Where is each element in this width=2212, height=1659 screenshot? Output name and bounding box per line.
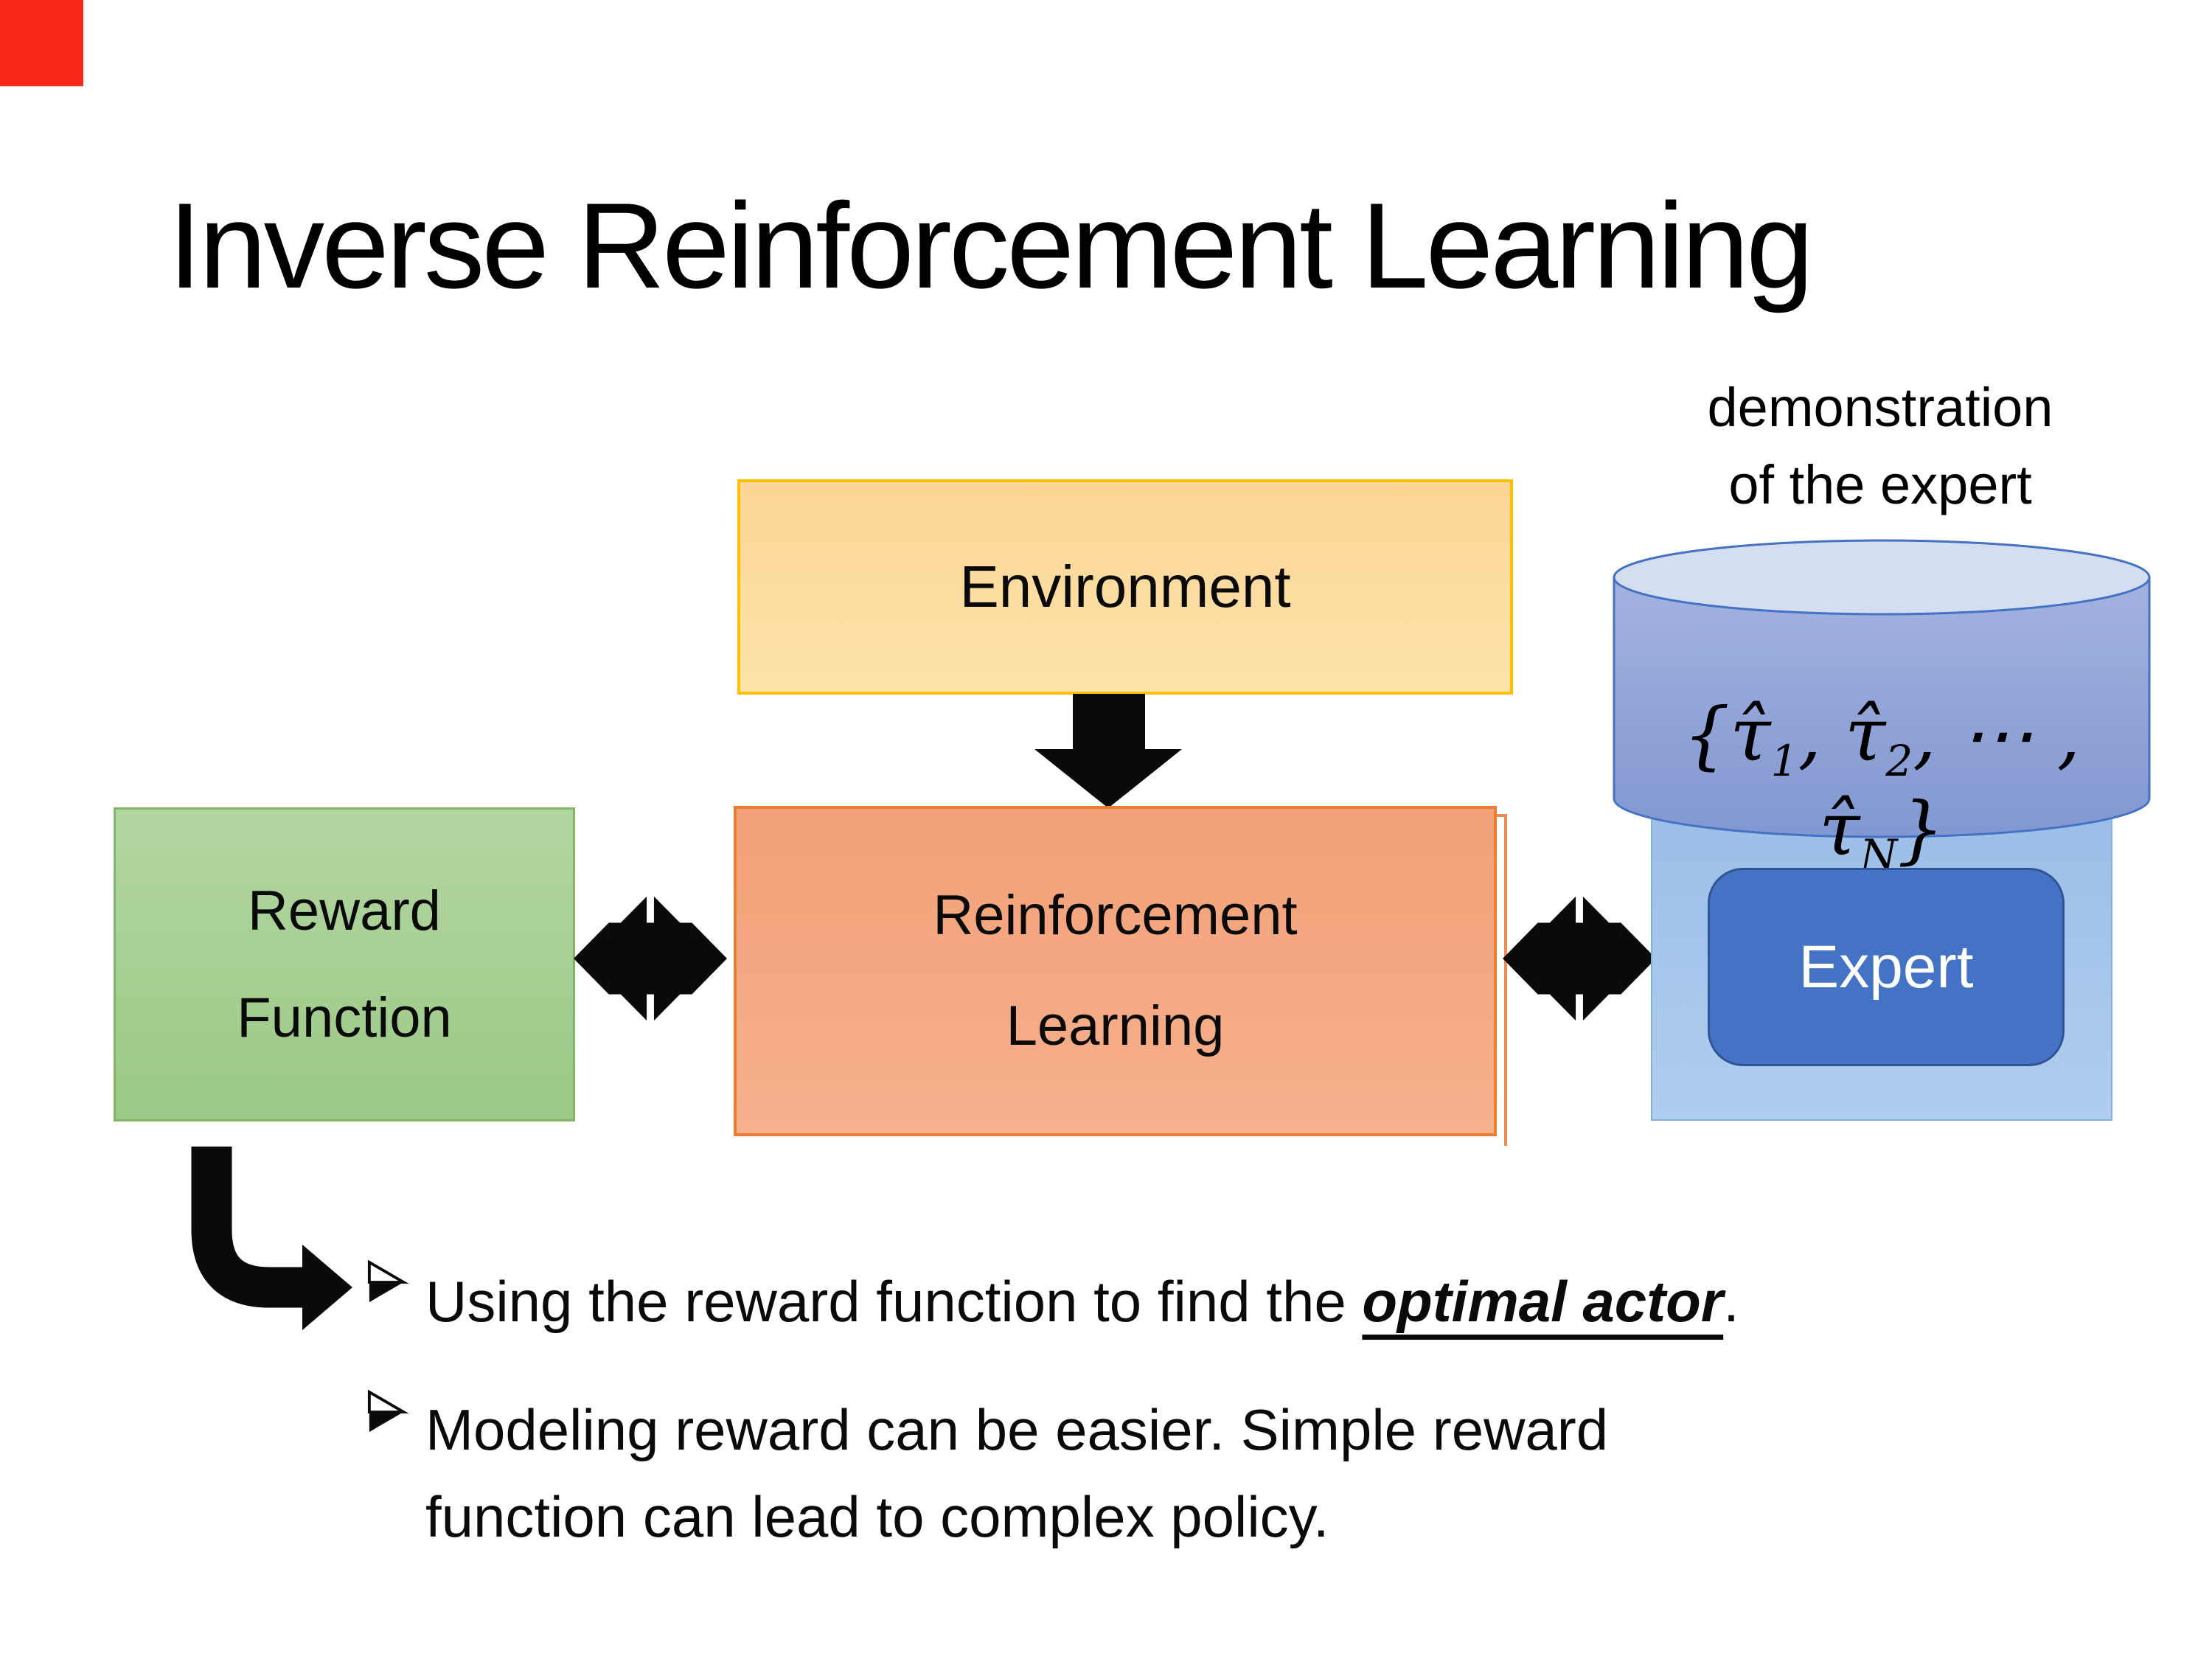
- bullet2-line2: function can lead to complex policy.: [425, 1484, 1329, 1549]
- demonstration-annotation: demonstration of the expert: [1574, 369, 2186, 524]
- bullet1-emphasis: optimal actor: [1362, 1269, 1724, 1334]
- trajectory-set-formula: {τ̂1, τ̂2, ⋯ , τ̂N}: [1612, 692, 2152, 880]
- formula-part: , ⋯ , τ̂: [1819, 692, 2081, 872]
- formula-part: {τ̂: [1683, 692, 1771, 778]
- rl-label-line2: Learning: [1006, 995, 1225, 1057]
- demonstration-annotation-line1: demonstration: [1707, 377, 2053, 438]
- environment-box: Environment: [737, 479, 1513, 695]
- reward-label-line2: Function: [237, 987, 452, 1049]
- formula-part: }: [1897, 786, 1944, 872]
- reinforcement-learning-box: Reinforcement Learning: [734, 806, 1497, 1136]
- bullet-arrowhead-icon: [367, 1259, 409, 1303]
- double-arrow-icon: [574, 896, 727, 1021]
- reward-function-box: Reward Function: [114, 807, 575, 1121]
- environment-label: Environment: [959, 554, 1291, 619]
- bullet-modeling-reward: Modeling reward can be easier. Simple re…: [425, 1386, 1608, 1560]
- formula-sub: 1: [1770, 736, 1798, 786]
- formula-part: , τ̂: [1798, 692, 1886, 778]
- bent-arrow-icon: [191, 1147, 352, 1330]
- demonstration-database-cylinder: [1613, 539, 2151, 838]
- red-corner-marker: [0, 0, 83, 86]
- rl-label-line1: Reinforcement: [933, 884, 1298, 947]
- demonstration-annotation-line2: of the expert: [1728, 454, 2032, 516]
- reward-label-line1: Reward: [248, 880, 441, 942]
- bullet2-line1: Modeling reward can be easier. Simple re…: [425, 1397, 1609, 1462]
- double-arrow-icon: [1503, 896, 1656, 1021]
- bullet1-post: .: [1723, 1269, 1739, 1334]
- expert-box: Expert: [1708, 868, 2065, 1066]
- bullet1-pre: Using the reward function to find the: [425, 1269, 1363, 1334]
- expert-label: Expert: [1798, 933, 1974, 1001]
- formula-sub: 2: [1885, 736, 1913, 786]
- bullet-optimal-actor: Using the reward function to find the op…: [425, 1258, 1739, 1345]
- bullet-arrowhead-icon: [367, 1389, 409, 1433]
- down-arrow-icon: [1034, 694, 1182, 808]
- slide-title: Inverse Reinforcement Learning: [168, 178, 1814, 313]
